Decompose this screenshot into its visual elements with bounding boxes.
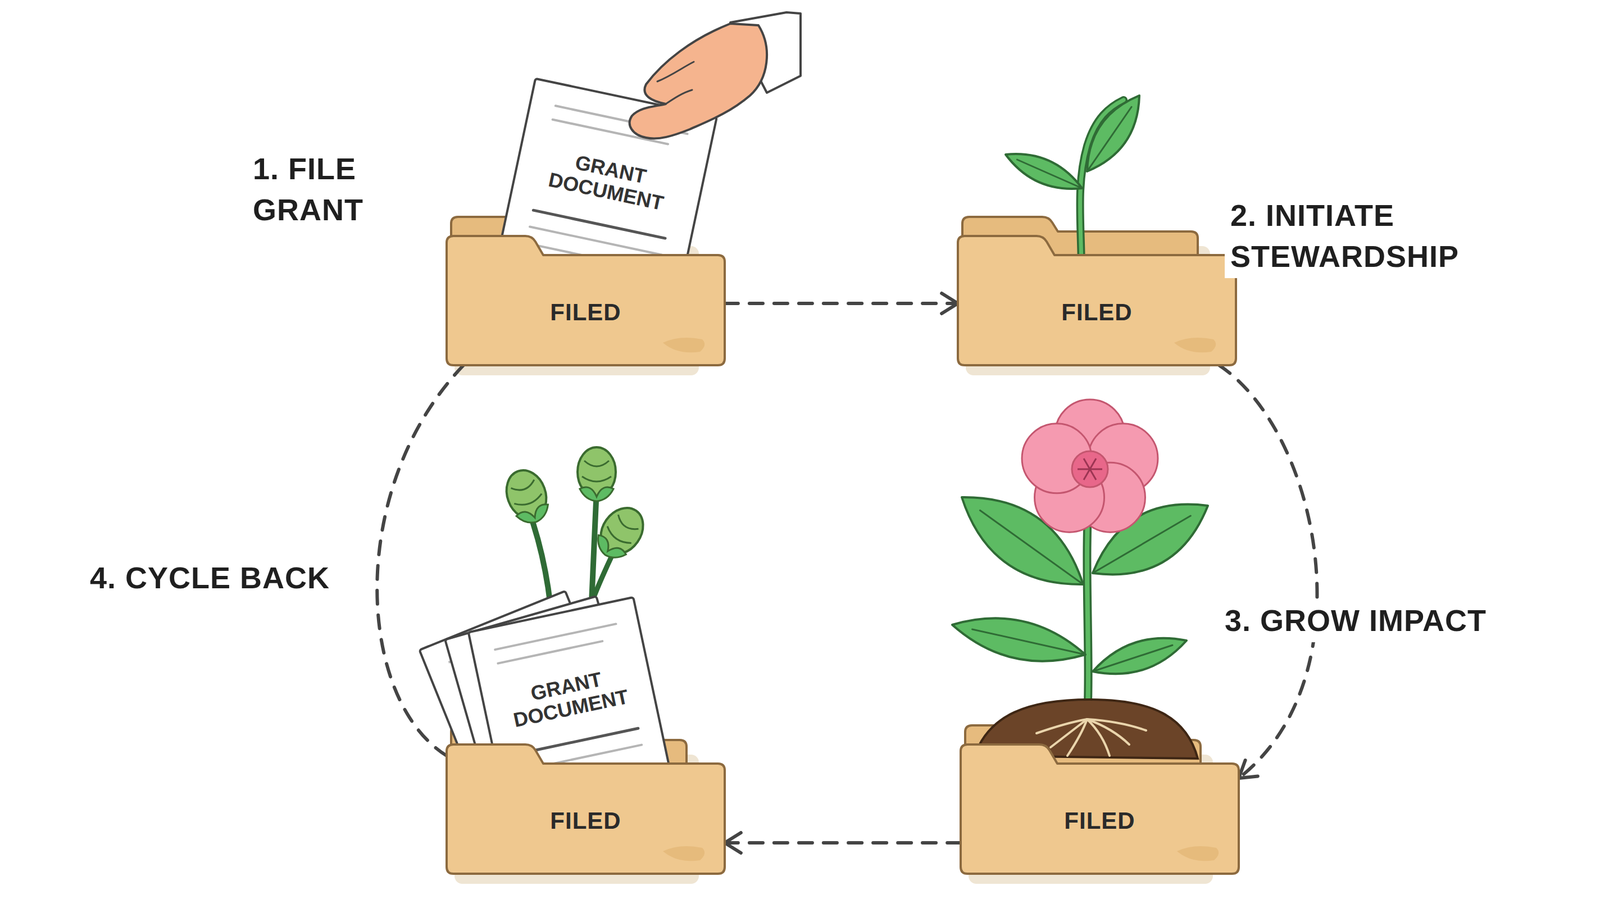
step-label: 4. CYCLE BACK (84, 556, 336, 600)
connector-line (724, 841, 961, 845)
folder-backs (451, 216, 1201, 779)
folder-label: FILED (550, 298, 621, 326)
document-title: GRANT DOCUMENT (532, 143, 685, 218)
step-label: 1. FILE GRANT (247, 147, 427, 232)
document-title: GRANT DOCUMENT (492, 660, 645, 735)
folder-label: FILED (550, 807, 621, 835)
dashed-connector (724, 293, 958, 314)
dashed-connector (376, 365, 464, 756)
arrow-head (724, 832, 742, 853)
arrow-head (941, 293, 958, 314)
step-label: 2. INITIATE STEWARDSHIP (1224, 193, 1574, 279)
dashed-connector (724, 832, 961, 853)
step-label: 3. GROW IMPACT (1219, 598, 1493, 643)
connector-line (1219, 365, 1317, 779)
folder-box: FILED (960, 744, 1239, 874)
arrow-head (1238, 760, 1258, 779)
flower (952, 399, 1208, 759)
dashed-connector (1219, 365, 1317, 779)
folder-label: FILED (1064, 807, 1135, 835)
folder-label: FILED (1061, 298, 1133, 326)
folder-box: FILED (446, 744, 725, 874)
connector-line (376, 365, 464, 756)
connector-line (724, 301, 958, 306)
folder-box: FILED (957, 235, 1236, 366)
folder-box: FILED (446, 235, 725, 366)
hand (629, 12, 801, 139)
